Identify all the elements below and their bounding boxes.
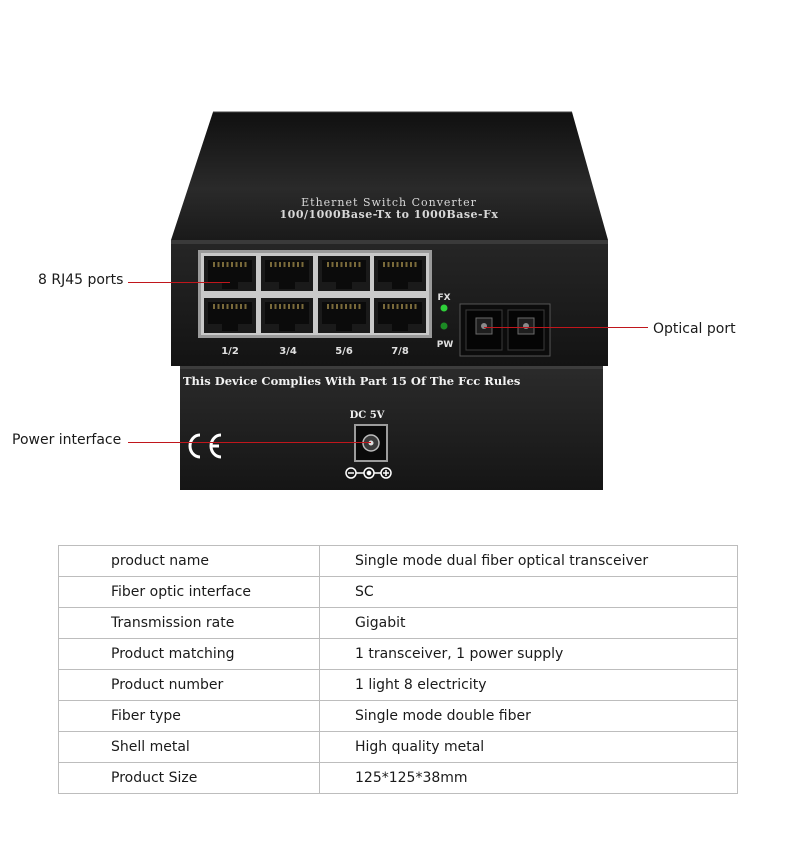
spec-key: Fiber optic interface: [58, 576, 320, 608]
chassis-lower: [180, 366, 603, 490]
callout-rj45-line: [128, 282, 230, 283]
pw-led: [440, 322, 448, 330]
spec-key: Product number: [58, 669, 320, 701]
spec-key: Shell metal: [58, 731, 320, 763]
top-label-line1: Ethernet Switch Converter: [301, 196, 477, 209]
product-photo: Ethernet Switch Converter 100/1000Base-T…: [12, 111, 736, 490]
spec-value: 1 light 8 electricity: [319, 669, 738, 701]
spec-value: 1 transceiver, 1 power supply: [319, 638, 738, 670]
rj45-port: [261, 298, 313, 333]
callout-optical-label: Optical port: [653, 321, 736, 337]
polarity-icon: [345, 467, 392, 479]
rj45-port: [261, 256, 313, 291]
spec-value: Single mode dual fiber optical transceiv…: [319, 545, 738, 577]
sc-fiber-port: [459, 303, 551, 357]
spec-value: Single mode double fiber: [319, 700, 738, 732]
ce-mark: [188, 433, 222, 459]
spec-value: 125*125*38mm: [319, 762, 738, 794]
spec-value: High quality metal: [319, 731, 738, 763]
spec-key: Product Size: [58, 762, 320, 794]
callout-optical-line: [484, 327, 648, 328]
transceiver-illustration: Ethernet Switch Converter 100/1000Base-T…: [171, 111, 608, 490]
fcc-text: This Device Complies With Part 15 Of The…: [183, 374, 520, 388]
dc-jack: [354, 424, 388, 462]
port-label-2: 3/4: [279, 346, 297, 357]
led-fx-label: FX: [437, 293, 450, 303]
rj45-port: [318, 298, 370, 333]
spec-key: product name: [58, 545, 320, 577]
spec-key: Fiber type: [58, 700, 320, 732]
spec-value: Gigabit: [319, 607, 738, 639]
callout-power-label: Power interface: [12, 432, 122, 448]
dc-label: DC 5V: [350, 410, 385, 421]
rj45-port-block: [198, 250, 432, 338]
spec-key: Transmission rate: [58, 607, 320, 639]
rj45-port: [204, 256, 256, 291]
port-label-4: 7/8: [391, 346, 409, 357]
spec-value: SC: [319, 576, 738, 608]
top-label-line2: 100/1000Base-Tx to 1000Base-Fx: [280, 208, 499, 221]
rj45-port: [374, 298, 426, 333]
port-label-3: 5/6: [335, 346, 353, 357]
rj45-port: [318, 256, 370, 291]
callout-rj45-label: 8 RJ45 ports: [38, 272, 124, 288]
port-label-1: 1/2: [221, 346, 239, 357]
led-pw-label: PW: [437, 340, 454, 350]
spec-key: Product matching: [58, 638, 320, 670]
fx-led: [440, 304, 448, 312]
callout-power-line: [128, 442, 371, 443]
rj45-port: [204, 298, 256, 333]
chassis-top: [171, 112, 608, 240]
rj45-port: [374, 256, 426, 291]
